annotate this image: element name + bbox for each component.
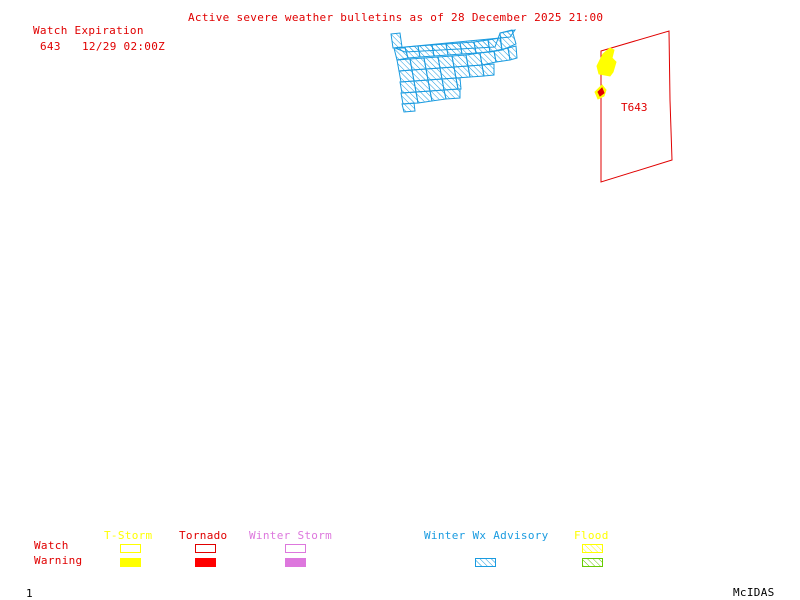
bulletin-title: Active severe weather bulletins as of 28… [188,11,604,24]
legend-flood-label: Flood [574,529,609,542]
legend-warning-row-label: Warning [34,554,83,567]
legend-winter-advisory-label: Winter Wx Advisory [424,529,549,542]
legend-flood-watch-box [582,544,603,553]
tstorm-warning-polygon[interactable] [596,47,617,77]
mcidas-brand: McIDAS [733,586,775,599]
legend-tornado-label: Tornado [179,529,228,542]
legend-tstorm-warning-box [120,558,141,567]
tornado-warning-polygon[interactable] [597,87,605,97]
watch-table-heading: Watch Expiration [33,24,144,37]
watch-polygon-label: T643 [621,101,648,114]
winter-advisory-area[interactable] [390,29,518,113]
legend-tstorm-watch-box [120,544,141,553]
frame-number: 1 [26,587,33,600]
legend-winter-advisory-warning-box [475,558,496,567]
watch-expiration-time: 12/29 02:00Z [82,40,166,53]
legend-tornado-watch-box [195,544,216,553]
legend-winter-storm-label: Winter Storm [249,529,333,542]
legend-tornado-warning-box [195,558,216,567]
watch-number: 643 [40,40,61,53]
legend-watch-row-label: Watch [34,539,69,552]
tornado-watch-polygon[interactable] [600,30,673,183]
legend-winter-storm-warning-box [285,558,306,567]
legend-tstorm-label: T-Storm [104,529,153,542]
legend-winter-storm-watch-box [285,544,306,553]
legend-flood-warning-box [582,558,603,567]
